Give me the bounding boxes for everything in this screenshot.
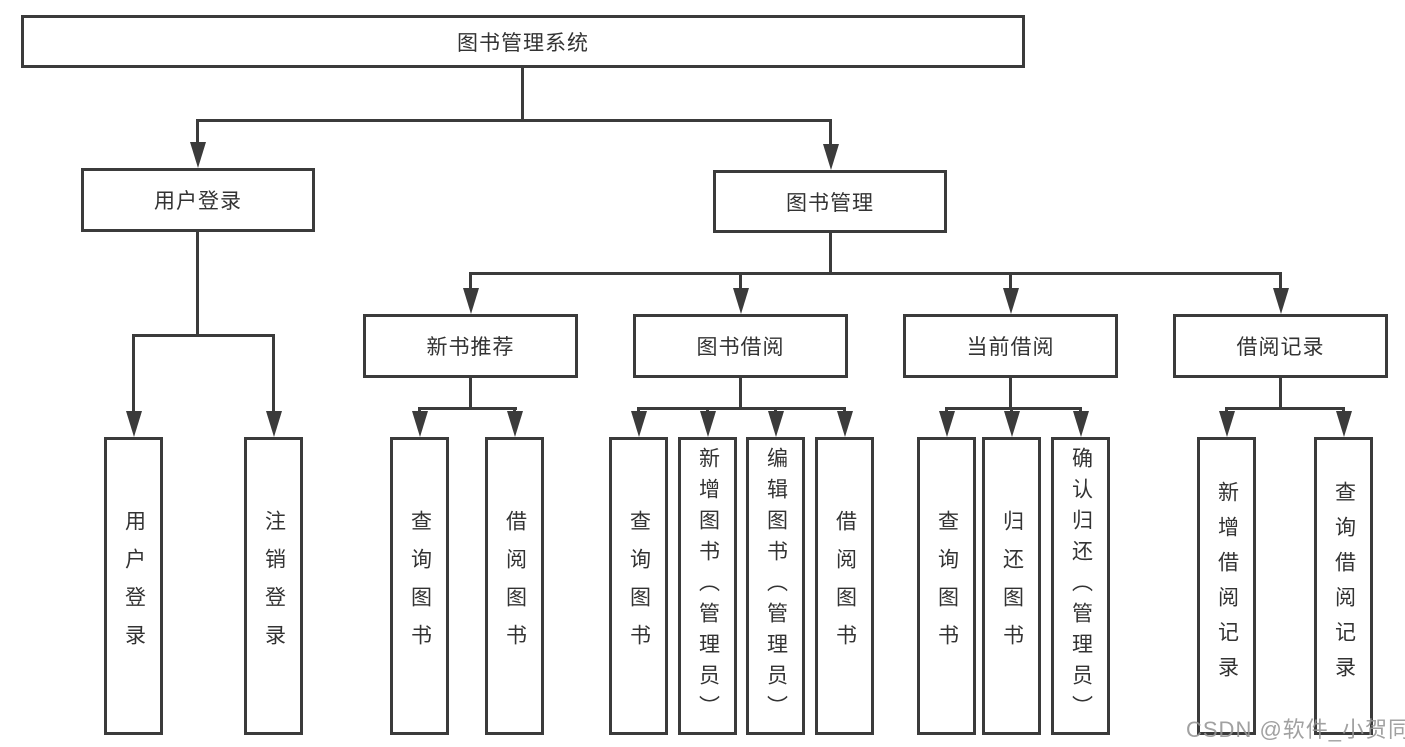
connector-arrow-down: [189, 119, 206, 168]
leaf-label: 查询借阅记录: [1332, 481, 1356, 691]
node-label: 借阅记录: [1236, 336, 1325, 359]
node-label: 图书管理系统: [457, 31, 589, 55]
connector-arrow-down: [462, 272, 479, 314]
leaf-label: 归还图书: [1000, 510, 1024, 662]
connector-arrow-down: [1002, 272, 1019, 314]
node-borrowing-records: 借阅记录: [1173, 314, 1388, 378]
connector-line: [1225, 407, 1345, 410]
leaf-label: 用户登录: [122, 510, 146, 662]
connector-arrow-down: [1335, 407, 1352, 437]
connector-line: [132, 334, 275, 337]
leaf-label: 新增图书（管理员）: [696, 446, 720, 726]
leaf-edit-book-admin: 编辑图书（管理员）: [746, 437, 805, 735]
connector-line: [469, 378, 472, 409]
leaf-label: 新增借阅记录: [1215, 481, 1239, 691]
leaf-query-borrow-record: 查询借阅记录: [1314, 437, 1373, 735]
connector-arrow-down: [1218, 407, 1235, 437]
connector-arrow-down: [938, 407, 955, 437]
node-label: 图书借阅: [696, 336, 785, 359]
leaf-query-books-recommend: 查询图书: [390, 437, 449, 735]
connector-arrow-down: [630, 407, 647, 437]
leaf-label: 借阅图书: [503, 510, 527, 662]
leaf-borrow-books-borrowing: 借阅图书: [815, 437, 874, 735]
leaf-label: 注销登录: [262, 510, 286, 662]
node-book-management: 图书管理: [713, 170, 947, 233]
leaf-label: 查询图书: [408, 510, 432, 662]
connector-line: [739, 378, 742, 409]
node-label: 用户登录: [154, 190, 242, 213]
leaf-label: 查询图书: [935, 510, 959, 662]
connector-line: [196, 232, 199, 336]
leaf-query-books-current: 查询图书: [917, 437, 976, 735]
connector-line: [945, 407, 1082, 410]
connector-arrow-down: [732, 272, 749, 314]
connector-arrow-down: [265, 334, 282, 437]
leaf-add-book-admin: 新增图书（管理员）: [678, 437, 737, 735]
connector-line: [637, 407, 846, 410]
connector-arrow-down: [836, 407, 853, 437]
connector-arrow-down: [125, 334, 142, 437]
leaf-confirm-return-admin: 确认归还（管理员）: [1051, 437, 1110, 735]
connector-line: [829, 233, 832, 274]
watermark: CSDN @软件_小贺同学: [1186, 717, 1405, 742]
connector-arrow-down: [506, 407, 523, 437]
node-user-login: 用户登录: [81, 168, 315, 232]
connector-line: [521, 68, 524, 121]
connector-line: [418, 407, 517, 410]
leaf-return-book: 归还图书: [982, 437, 1041, 735]
leaf-label: 借阅图书: [833, 510, 857, 662]
node-label: 新书推荐: [426, 336, 515, 359]
connector-line: [469, 272, 1282, 275]
leaf-add-borrow-record: 新增借阅记录: [1197, 437, 1256, 735]
connector-arrow-down: [1272, 272, 1289, 314]
connector-line: [1009, 378, 1012, 409]
leaf-user-login: 用户登录: [104, 437, 163, 735]
connector-line: [1279, 378, 1282, 409]
node-label: 当前借阅: [966, 336, 1055, 359]
leaf-label: 编辑图书（管理员）: [764, 446, 788, 726]
leaf-label: 确认归还（管理员）: [1069, 446, 1093, 726]
connector-arrow-down: [1072, 407, 1089, 437]
leaf-query-books-borrowing: 查询图书: [609, 437, 668, 735]
node-library-management-system: 图书管理系统: [21, 15, 1025, 68]
node-new-book-recommendation: 新书推荐: [363, 314, 578, 378]
connector-arrow-down: [1003, 407, 1020, 437]
connector-arrow-down: [822, 119, 839, 170]
leaf-borrow-books-recommend: 借阅图书: [485, 437, 544, 735]
leaf-label: 查询图书: [627, 510, 651, 662]
connector-arrow-down: [699, 407, 716, 437]
leaf-logout: 注销登录: [244, 437, 303, 735]
connector-line: [196, 119, 832, 122]
node-label: 图书管理: [786, 191, 874, 215]
connector-arrow-down: [411, 407, 428, 437]
connector-arrow-down: [767, 407, 784, 437]
node-current-borrowing: 当前借阅: [903, 314, 1118, 378]
node-book-borrowing: 图书借阅: [633, 314, 848, 378]
